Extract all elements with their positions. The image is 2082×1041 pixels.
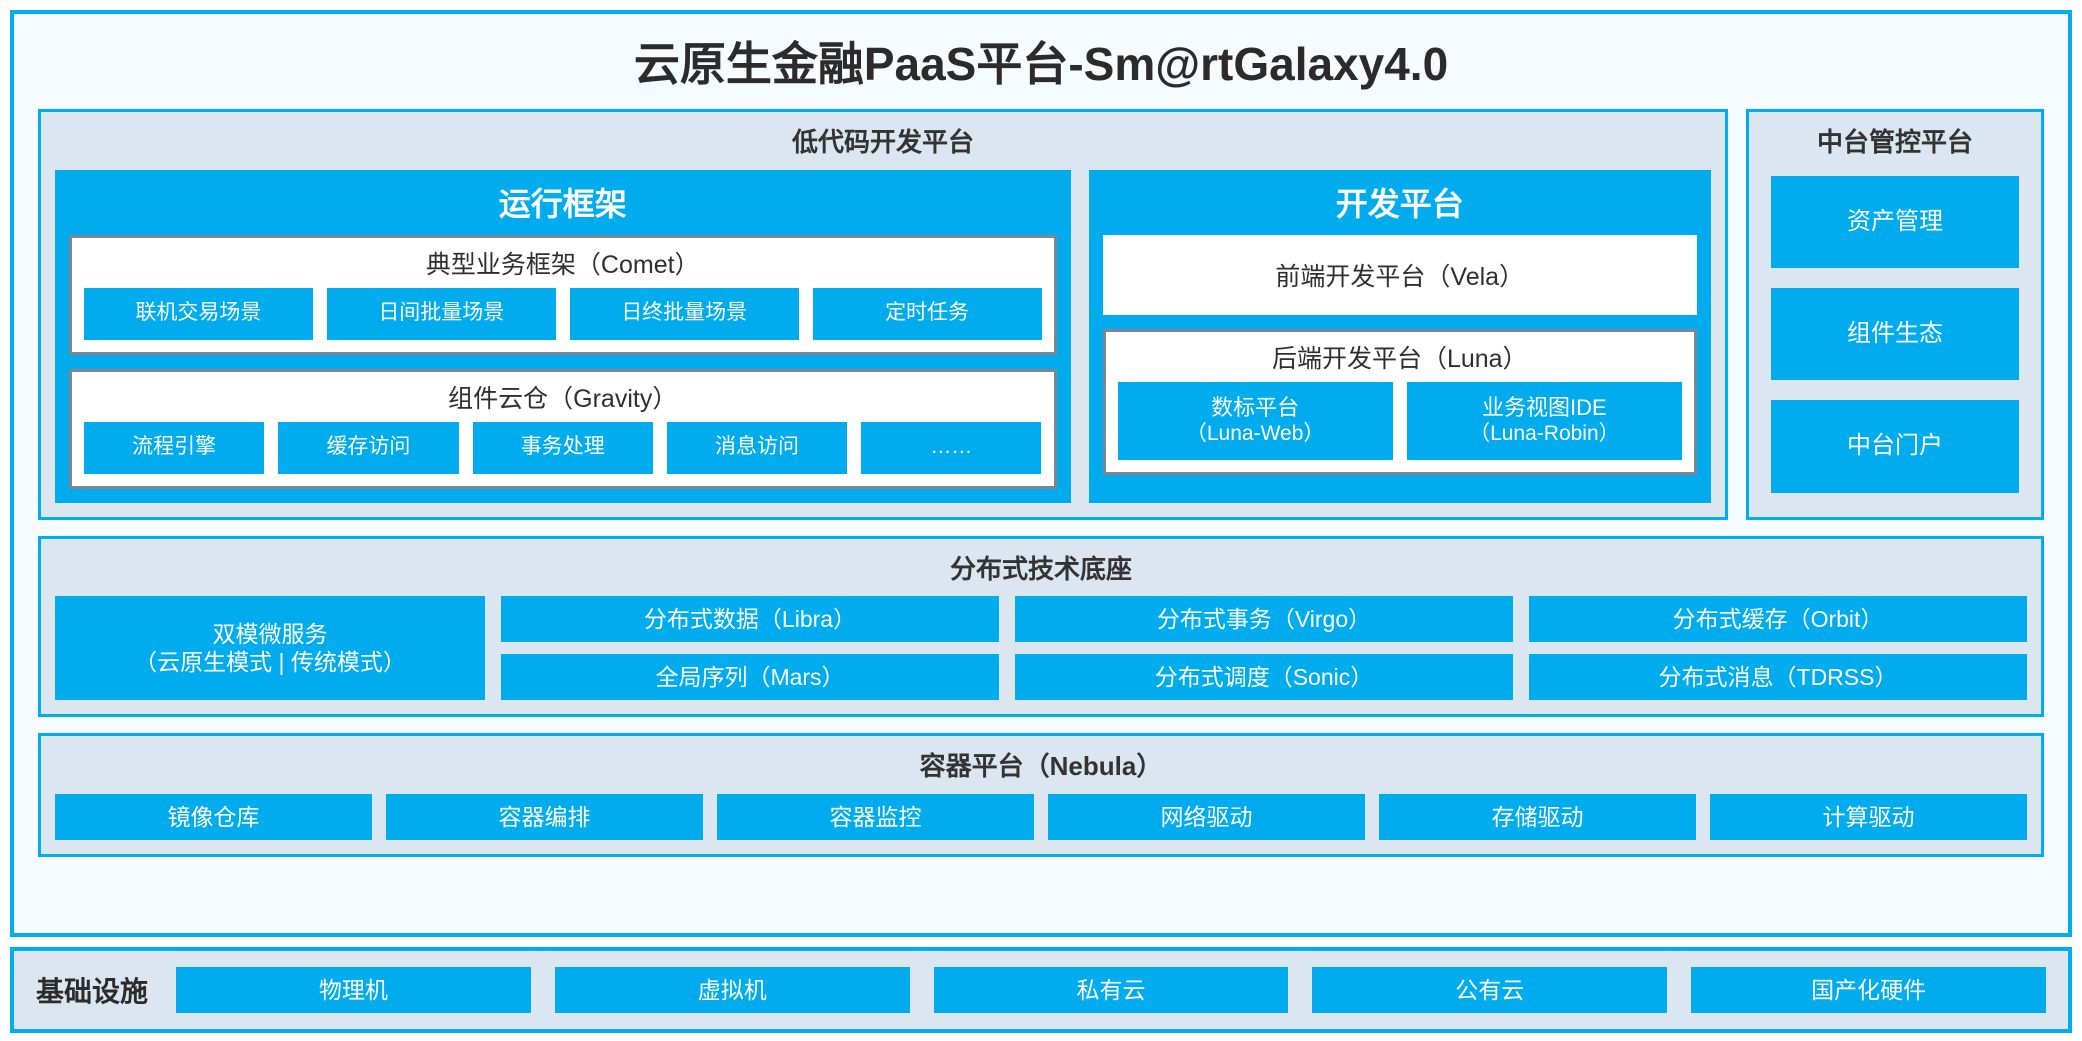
top-row: 低代码开发平台 运行框架 典型业务框架（Comet） 联机交易场景 日间批量场景… [38, 108, 2044, 520]
container-item-registry[interactable]: 镜像仓库 [55, 794, 372, 841]
page-title: 云原生金融PaaS平台-Sm@rtGalaxy4.0 [633, 38, 1449, 90]
midoffice-item-asset[interactable]: 资产管理 [1771, 175, 2019, 269]
runtime-framework-title: 运行框架 [498, 185, 627, 222]
development-platform-block: 开发平台 前端开发平台（Vela） 后端开发平台（Luna） 数标平台 （Lun… [1088, 169, 1711, 503]
gravity-item[interactable]: 事务处理 [472, 421, 653, 474]
luna-box: 后端开发平台（Luna） 数标平台 （Luna-Web） 业务视图IDE （Lu… [1102, 328, 1697, 475]
gravity-item[interactable]: 消息访问 [666, 421, 848, 474]
midoffice-platform-title: 中台管控平台 [1816, 126, 1973, 157]
comet-item[interactable]: 日终批量场景 [569, 287, 799, 340]
container-item-orchestration[interactable]: 容器编排 [386, 794, 703, 841]
luna-item-name: 数标平台 [1211, 394, 1300, 420]
distributed-item[interactable]: 分布式缓存（Orbit） [1529, 596, 2027, 643]
lowcode-platform-panel: 低代码开发平台 运行框架 典型业务框架（Comet） 联机交易场景 日间批量场景… [38, 108, 1728, 520]
infrastructure-label: 基础设施 [36, 976, 149, 1007]
development-platform-title: 开发平台 [1335, 185, 1464, 222]
gravity-items: 流程引擎 缓存访问 事务处理 消息访问 …… [84, 421, 1042, 474]
distributed-item[interactable]: 分布式调度（Sonic） [1015, 654, 1513, 701]
gravity-item[interactable]: 流程引擎 [84, 421, 265, 474]
distributed-pair-column: 分布式缓存（Orbit） 分布式消息（TDRSS） [1529, 596, 2027, 701]
distributed-pair-column: 分布式数据（Libra） 全局序列（Mars） [501, 596, 999, 701]
infrastructure-item-public-cloud[interactable]: 公有云 [1312, 967, 1668, 1013]
distributed-item[interactable]: 分布式数据（Libra） [501, 596, 999, 643]
luna-title: 后端开发平台（Luna） [1271, 344, 1528, 373]
midoffice-platform-panel: 中台管控平台 资产管理 组件生态 中台门户 [1746, 108, 2044, 520]
distributed-base-title: 分布式技术底座 [949, 553, 1132, 584]
midoffice-item-component[interactable]: 组件生态 [1771, 288, 2019, 381]
distributed-item[interactable]: 分布式消息（TDRSS） [1529, 654, 2027, 701]
luna-item-web[interactable]: 数标平台 （Luna-Web） [1117, 381, 1393, 460]
luna-item-code: （Luna-Robin） [1469, 422, 1620, 446]
distributed-base-panel: 分布式技术底座 双模微服务 （云原生模式 | 传统模式） 分布式数据（Libra… [38, 535, 2044, 718]
distributed-pairs: 分布式数据（Libra） 全局序列（Mars） 分布式事务（Virgo） 分布式… [501, 596, 2027, 701]
comet-item[interactable]: 定时任务 [812, 287, 1042, 340]
gravity-item-ellipsis[interactable]: …… [861, 421, 1042, 474]
midoffice-items: 资产管理 组件生态 中台门户 [1763, 170, 2027, 503]
comet-title: 典型业务框架（Comet） [425, 250, 700, 279]
comet-item[interactable]: 联机交易场景 [84, 287, 313, 340]
comet-box: 典型业务框架（Comet） 联机交易场景 日间批量场景 日终批量场景 定时任务 [69, 234, 1057, 355]
dual-mode-line1: 双模微服务 [212, 620, 328, 647]
infrastructure-panel: 基础设施 物理机 虚拟机 私有云 公有云 国产化硬件 [10, 947, 2072, 1033]
container-platform-panel: 容器平台（Nebula） 镜像仓库 容器编排 容器监控 网络驱动 存储驱动 计算… [38, 733, 2044, 858]
container-item-network-driver[interactable]: 网络驱动 [1048, 794, 1365, 841]
luna-item-robin[interactable]: 业务视图IDE （Luna-Robin） [1406, 381, 1682, 460]
container-items: 镜像仓库 容器编排 容器监控 网络驱动 存储驱动 计算驱动 [55, 794, 2027, 841]
comet-item[interactable]: 日间批量场景 [326, 287, 556, 340]
gravity-item[interactable]: 缓存访问 [278, 421, 459, 474]
dual-mode-microservice-tile[interactable]: 双模微服务 （云原生模式 | 传统模式） [55, 596, 485, 701]
luna-item-name: 业务视图IDE [1482, 394, 1607, 420]
infrastructure-item-domestic-hardware[interactable]: 国产化硬件 [1691, 967, 2046, 1013]
frontend-platform-box[interactable]: 前端开发平台（Vela） [1102, 234, 1697, 315]
gravity-title: 组件云仓（Gravity） [448, 384, 678, 413]
container-item-monitoring[interactable]: 容器监控 [717, 794, 1034, 841]
lowcode-platform-title: 低代码开发平台 [791, 126, 974, 157]
distributed-base-body: 双模微服务 （云原生模式 | 传统模式） 分布式数据（Libra） 全局序列（M… [55, 596, 2027, 701]
infrastructure-item-private-cloud[interactable]: 私有云 [933, 967, 1289, 1013]
luna-item-code: （Luna-Web） [1185, 422, 1325, 446]
lowcode-platform-body: 运行框架 典型业务框架（Comet） 联机交易场景 日间批量场景 日终批量场景 … [55, 169, 1711, 503]
container-item-compute-driver[interactable]: 计算驱动 [1710, 794, 2027, 841]
infrastructure-item-physical[interactable]: 物理机 [176, 967, 531, 1013]
infrastructure-item-virtual[interactable]: 虚拟机 [554, 967, 910, 1013]
container-platform-title: 容器平台（Nebula） [919, 751, 1163, 782]
midoffice-item-portal[interactable]: 中台门户 [1771, 400, 2019, 493]
gravity-box: 组件云仓（Gravity） 流程引擎 缓存访问 事务处理 消息访问 …… [69, 368, 1057, 489]
distributed-item[interactable]: 分布式事务（Virgo） [1015, 596, 1513, 643]
main-frame: 云原生金融PaaS平台-Sm@rtGalaxy4.0 低代码开发平台 运行框架 … [10, 10, 2072, 937]
infrastructure-items: 物理机 虚拟机 私有云 公有云 国产化硬件 [176, 967, 2046, 1013]
comet-items: 联机交易场景 日间批量场景 日终批量场景 定时任务 [84, 287, 1042, 340]
distributed-item[interactable]: 全局序列（Mars） [501, 654, 999, 701]
runtime-framework-block: 运行框架 典型业务框架（Comet） 联机交易场景 日间批量场景 日终批量场景 … [55, 169, 1071, 503]
distributed-pair-column: 分布式事务（Virgo） 分布式调度（Sonic） [1015, 596, 1513, 701]
container-item-storage-driver[interactable]: 存储驱动 [1379, 794, 1696, 841]
luna-items: 数标平台 （Luna-Web） 业务视图IDE （Luna-Robin） [1117, 381, 1682, 460]
dual-mode-line2: （云原生模式 | 传统模式） [134, 649, 406, 676]
